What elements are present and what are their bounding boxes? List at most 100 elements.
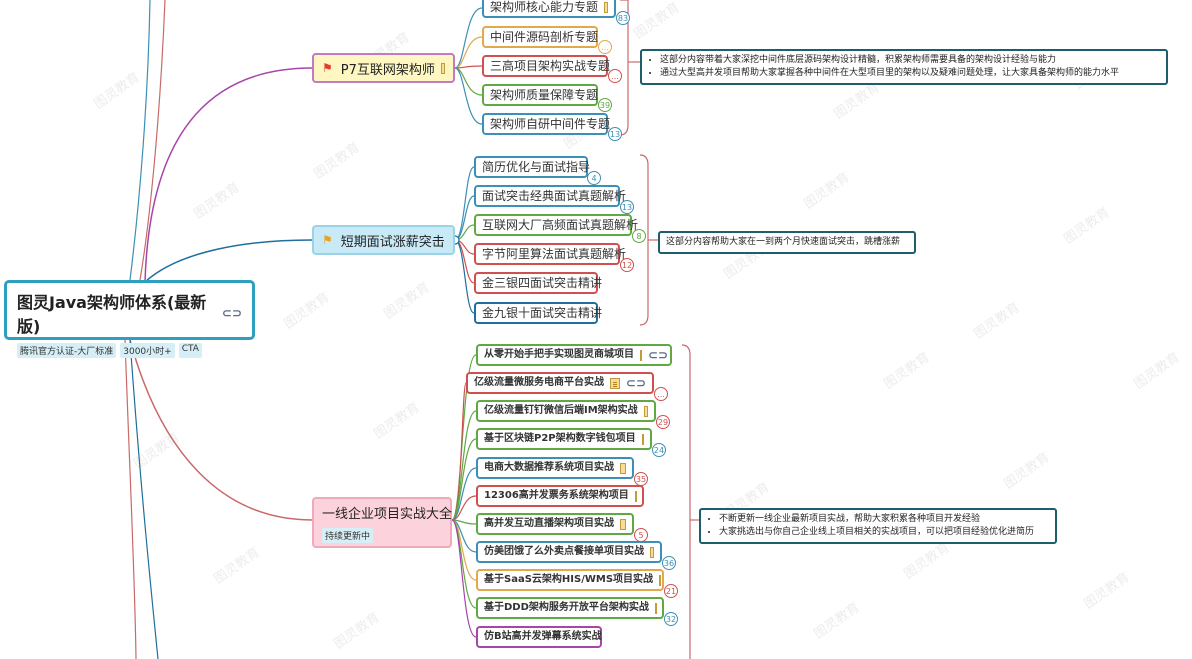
- note-icon[interactable]: note: [620, 518, 626, 530]
- count-badge[interactable]: 13: [608, 127, 622, 141]
- count-badge[interactable]: ...: [598, 40, 612, 54]
- subtopic[interactable]: 架构师核心能力专题 note: [482, 0, 616, 18]
- count-badge[interactable]: 35: [634, 472, 648, 486]
- subtopic[interactable]: 亿级流量微服务电商平台实战 note ⊂⊃: [466, 372, 654, 394]
- subtopic-label: 基于区块链P2P架构数字钱包项目: [484, 433, 636, 444]
- note-icon[interactable]: note: [610, 377, 620, 389]
- note-icon[interactable]: note: [650, 546, 654, 558]
- subtopic[interactable]: 面试突击经典面试真题解析: [474, 185, 626, 207]
- summary-box[interactable]: 这部分内容带着大家深挖中间件底层源码架构设计精髓，积累架构师需要具备的架构设计经…: [640, 49, 1168, 85]
- subtopic-label: 亿级流量微服务电商平台实战: [474, 377, 604, 388]
- subtopic[interactable]: 12306高并发票务系统架构项目 note: [476, 485, 644, 507]
- subtopic[interactable]: 中间件源码剖析专题: [482, 26, 598, 48]
- subtopic-label: 金三银四面试突击精讲: [482, 276, 603, 290]
- flag-icon: ⚑: [322, 61, 333, 75]
- subtopic-label: 面试突击经典面试真题解析: [482, 189, 627, 203]
- count-badge[interactable]: 32: [664, 612, 678, 626]
- count-badge[interactable]: 13: [620, 200, 634, 214]
- link-icon[interactable]: ⊂⊃: [625, 376, 646, 390]
- subtopic-label: 电商大数据推荐系统项目实战: [484, 462, 614, 473]
- topic-p7[interactable]: ⚑ P7互联网架构师 note: [312, 53, 455, 83]
- subtopic[interactable]: 仿美团饿了么外卖点餐接单项目实战 note: [476, 541, 662, 563]
- flag-icon: ⚑: [322, 233, 333, 247]
- subtopic-label: 12306高并发票务系统架构项目: [484, 490, 629, 501]
- subtopic-label: 基于SaaS云架构HIS/WMS项目实战: [484, 574, 654, 585]
- subtopic[interactable]: 互联网大厂高频面试真题解析: [474, 214, 638, 236]
- subtopic[interactable]: 基于DDD架构服务开放平台架构实战 note: [476, 597, 664, 619]
- subtopic-label: 字节阿里算法面试真题解析: [482, 247, 627, 261]
- subtopic-label: 仿美团饿了么外卖点餐接单项目实战: [484, 546, 644, 557]
- status-badge: 持续更新中: [322, 527, 374, 543]
- summary-box[interactable]: 这部分内容帮助大家在一到两个月快速面试突击，跳槽涨薪: [658, 231, 916, 254]
- subtopic[interactable]: 字节阿里算法面试真题解析: [474, 243, 626, 265]
- summary-item: 不断更新一线企业最新项目实战，帮助大家积累各种项目开发经验: [719, 513, 1049, 526]
- summary-box[interactable]: 不断更新一线企业最新项目实战，帮助大家积累各种项目开发经验 大家挑选出与你自己企…: [699, 508, 1057, 544]
- summary-item: 大家挑选出与你自己企业线上项目相关的实战项目，可以把项目经验优化进简历: [719, 526, 1049, 539]
- link-icon[interactable]: ⊂⊃: [221, 306, 242, 320]
- subtopic[interactable]: 电商大数据推荐系统项目实战 note: [476, 457, 634, 479]
- note-icon[interactable]: note: [620, 462, 626, 474]
- note-icon[interactable]: note: [604, 1, 608, 13]
- subtopic-label: 三高项目架构实战专题: [490, 59, 611, 73]
- count-badge[interactable]: 8: [632, 229, 646, 243]
- topic-projects-label: 一线企业项目实战大全: [322, 506, 453, 522]
- subtopic[interactable]: 三高项目架构实战专题: [482, 55, 611, 77]
- count-badge[interactable]: 39: [598, 98, 612, 112]
- subtopic-label: 仿B站高并发弹幕系统实战: [484, 631, 602, 642]
- count-badge[interactable]: 5: [634, 528, 648, 542]
- root-topic[interactable]: 图灵Java架构师体系(最新版) ⊂⊃ 腾讯官方认证-大厂标准 3000小时+ …: [4, 280, 255, 358]
- subtopic[interactable]: 基于区块链P2P架构数字钱包项目 note: [476, 428, 652, 450]
- topic-interview-label: 短期面试涨薪突击: [340, 234, 445, 250]
- summary-item: 这部分内容帮助大家在一到两个月快速面试突击，跳槽涨薪: [666, 237, 901, 247]
- note-icon[interactable]: note: [440, 62, 445, 74]
- root-tag: 3000小时+: [120, 343, 175, 358]
- subtopic[interactable]: 金三银四面试突击精讲: [474, 272, 602, 294]
- subtopic-label: 互联网大厂高频面试真题解析: [482, 218, 639, 232]
- subtopic[interactable]: 金九银十面试突击精讲: [474, 302, 602, 324]
- note-icon[interactable]: note: [640, 349, 642, 361]
- subtopic[interactable]: 架构师质量保障专题: [482, 84, 598, 106]
- count-badge[interactable]: 4: [587, 171, 601, 185]
- subtopic-label: 亿级流量钉钉微信后端IM架构实战: [484, 405, 638, 416]
- count-badge[interactable]: 12: [620, 258, 634, 272]
- note-icon[interactable]: note: [659, 574, 662, 586]
- topic-p7-label: P7互联网架构师: [340, 62, 435, 78]
- note-icon[interactable]: note: [641, 433, 644, 445]
- count-badge[interactable]: ...: [608, 69, 622, 83]
- count-badge[interactable]: 24: [652, 443, 666, 457]
- subtopic[interactable]: 高并发互动直播架构项目实战 note: [476, 513, 634, 535]
- subtopic[interactable]: 简历优化与面试指导: [474, 156, 591, 178]
- root-tag: CTA: [178, 343, 202, 358]
- note-icon[interactable]: note: [634, 490, 637, 502]
- subtopic-label: 架构师质量保障专题: [490, 88, 599, 102]
- subtopic[interactable]: 从零开始手把手实现图灵商城项目 note ⊂⊃: [476, 344, 672, 366]
- note-icon[interactable]: note: [654, 602, 657, 614]
- count-badge[interactable]: ...: [654, 387, 668, 401]
- subtopic-label: 从零开始手把手实现图灵商城项目: [484, 349, 634, 360]
- topic-interview[interactable]: ⚑ 短期面试涨薪突击: [312, 225, 455, 255]
- note-icon[interactable]: note: [643, 405, 648, 417]
- subtopic[interactable]: 亿级流量钉钉微信后端IM架构实战 note: [476, 400, 656, 422]
- summary-item: 通过大型高并发项目帮助大家掌握各种中间件在大型项目里的架构以及疑难问题处理，让大…: [660, 67, 1160, 80]
- root-tag: 腾讯官方认证-大厂标准: [17, 343, 117, 358]
- subtopic-label: 金九银十面试突击精讲: [482, 306, 603, 320]
- subtopic[interactable]: 仿B站高并发弹幕系统实战: [476, 626, 602, 648]
- subtopic-label: 简历优化与面试指导: [482, 160, 591, 174]
- subtopic[interactable]: 基于SaaS云架构HIS/WMS项目实战 note: [476, 569, 664, 591]
- count-badge[interactable]: 21: [664, 584, 678, 598]
- subtopic-label: 架构师自研中间件专题: [490, 117, 611, 131]
- topic-projects[interactable]: 一线企业项目实战大全 持续更新中: [312, 497, 452, 548]
- root-title: 图灵Java架构师体系(最新版): [17, 293, 207, 336]
- subtopic-label: 基于DDD架构服务开放平台架构实战: [484, 602, 649, 613]
- subtopic-label: 架构师核心能力专题: [490, 0, 599, 14]
- count-badge[interactable]: 29: [656, 415, 670, 429]
- count-badge[interactable]: 83: [616, 11, 630, 25]
- summary-item: 这部分内容带着大家深挖中间件底层源码架构设计精髓，积累架构师需要具备的架构设计经…: [660, 54, 1160, 67]
- subtopic-label: 中间件源码剖析专题: [490, 30, 599, 44]
- subtopic[interactable]: 架构师自研中间件专题: [482, 113, 611, 135]
- link-icon[interactable]: ⊂⊃: [648, 348, 669, 362]
- subtopic-label: 高并发互动直播架构项目实战: [484, 518, 614, 529]
- count-badge[interactable]: 36: [662, 556, 676, 570]
